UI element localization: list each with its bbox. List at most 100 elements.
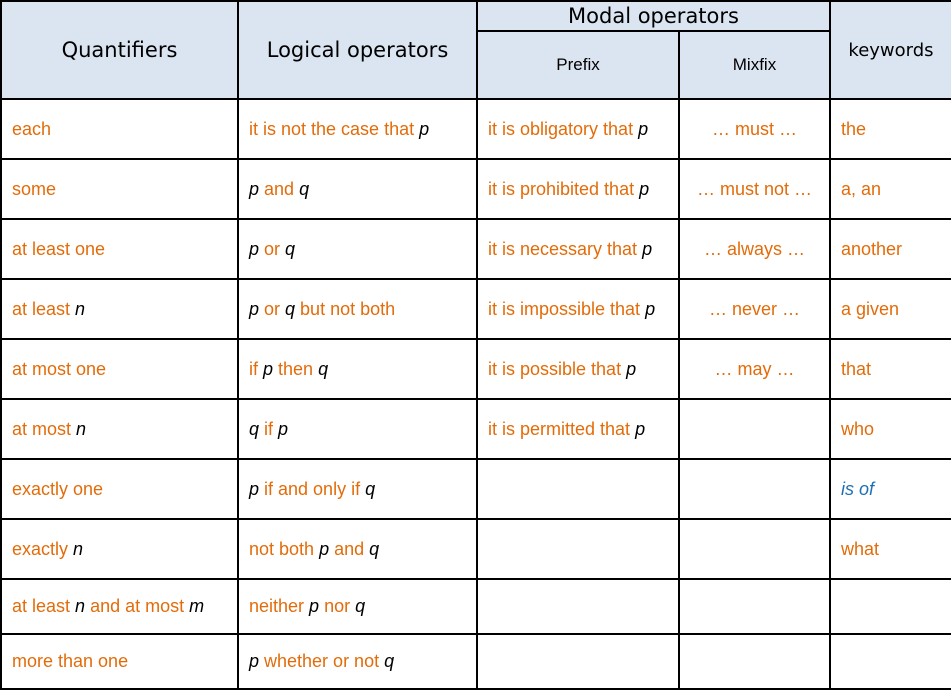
logical-operator-cell: p and q xyxy=(237,158,478,220)
term-text: it is possible that xyxy=(488,358,627,379)
variable: n xyxy=(76,418,87,439)
modal-prefix-cell: it is possible that p xyxy=(476,338,680,400)
variable: p xyxy=(645,298,656,319)
modal-mixfix-cell: … always … xyxy=(678,218,831,280)
modal-mixfix-cell xyxy=(678,578,831,635)
term-text: it is impossible that xyxy=(488,298,646,319)
term-text: or xyxy=(259,298,286,319)
quantifier-cell: each xyxy=(0,98,239,160)
logical-operator-cell: not both p and q xyxy=(237,518,478,580)
variable: q xyxy=(299,178,310,199)
quantifier-cell: at least one xyxy=(0,218,239,280)
logical-operator-cell: p or q xyxy=(237,218,478,280)
keyword-cell: a given xyxy=(829,278,951,340)
term-text: exactly xyxy=(12,538,74,559)
quantifier-cell: at least n xyxy=(0,278,239,340)
variable: p xyxy=(639,178,650,199)
variable: m xyxy=(189,596,205,616)
variable: p xyxy=(249,298,260,319)
term-text: then xyxy=(273,358,319,379)
variable: q xyxy=(365,478,376,499)
term-text: some xyxy=(12,178,57,199)
variable: p xyxy=(249,478,260,499)
modal-mixfix-cell: … must not … xyxy=(678,158,831,220)
variable: q xyxy=(249,418,260,439)
header-mixfix: Mixfix xyxy=(678,30,831,100)
term-text: it is not the case that xyxy=(249,118,420,139)
table-row: some p and q it is prohibited that p … must… xyxy=(0,158,951,220)
logical-operator-cell: q if p xyxy=(237,398,478,460)
term-text: and at most xyxy=(85,596,190,616)
keyword-cell: that xyxy=(829,338,951,400)
keyword-cell: what xyxy=(829,518,951,580)
logical-operator-cell: p if and only if q xyxy=(237,458,478,520)
term-text: neither xyxy=(249,596,310,616)
variable: p xyxy=(249,238,260,259)
logical-operator-cell: p whether or not q xyxy=(237,633,478,690)
term-text: and xyxy=(259,178,300,199)
header-keywords: keywords xyxy=(829,0,951,100)
term-text: whether or not xyxy=(259,651,385,671)
variable: p xyxy=(626,358,637,379)
header-prefix: Prefix xyxy=(476,30,680,100)
modal-prefix-cell xyxy=(476,458,680,520)
term-text: if and only if xyxy=(259,478,366,499)
keyword-cell: the xyxy=(829,98,951,160)
quantifier-cell: exactly n xyxy=(0,518,239,580)
variable: p xyxy=(419,118,430,139)
modal-mixfix-cell: … may … xyxy=(678,338,831,400)
term-text: it is prohibited that xyxy=(488,178,640,199)
variable: p xyxy=(638,118,649,139)
quantifier-cell: at most n xyxy=(0,398,239,460)
quantifier-cell: at least n and at most m xyxy=(0,578,239,635)
quantifier-cell: at most one xyxy=(0,338,239,400)
quantifier-cell: some xyxy=(0,158,239,220)
modal-prefix-cell: it is permitted that p xyxy=(476,398,680,460)
term-text: … must not … xyxy=(696,178,813,199)
term-text: a given xyxy=(841,298,900,319)
term-text: at least xyxy=(12,298,76,319)
term-text: the xyxy=(841,118,867,139)
keyword-cell: another xyxy=(829,218,951,280)
variable: q xyxy=(355,596,366,616)
special-keyword: is of xyxy=(841,478,875,499)
term-text: who xyxy=(841,418,875,439)
term-text: or xyxy=(259,238,286,259)
logical-operator-cell: neither p nor q xyxy=(237,578,478,635)
variable: q xyxy=(318,358,329,379)
variable: p xyxy=(642,238,653,259)
keyword-cell xyxy=(829,633,951,690)
logical-operator-cell: p or q but not both xyxy=(237,278,478,340)
term-text: nor xyxy=(319,596,356,616)
table-row: more than one p whether or not q xyxy=(0,633,951,690)
header-modal-operators: Modal operators xyxy=(476,0,831,32)
logical-operator-cell: it is not the case that p xyxy=(237,98,478,160)
modal-mixfix-cell: … must … xyxy=(678,98,831,160)
term-text: if xyxy=(259,418,279,439)
term-text: more than one xyxy=(12,651,129,671)
modal-prefix-cell xyxy=(476,578,680,635)
term-text: what xyxy=(841,538,880,559)
modal-mixfix-cell xyxy=(678,398,831,460)
term-text: … must … xyxy=(711,118,797,139)
term-text: at least xyxy=(12,596,76,616)
variable: p xyxy=(263,358,274,379)
variable: n xyxy=(75,298,86,319)
variable: q xyxy=(384,651,395,671)
variable: p xyxy=(249,651,260,671)
modal-mixfix-cell xyxy=(678,518,831,580)
variable: p xyxy=(249,178,260,199)
modal-prefix-cell: it is obligatory that p xyxy=(476,98,680,160)
logical-operator-cell: if p then q xyxy=(237,338,478,400)
modal-prefix-cell xyxy=(476,518,680,580)
modal-prefix-cell xyxy=(476,633,680,690)
quantifier-cell: exactly one xyxy=(0,458,239,520)
